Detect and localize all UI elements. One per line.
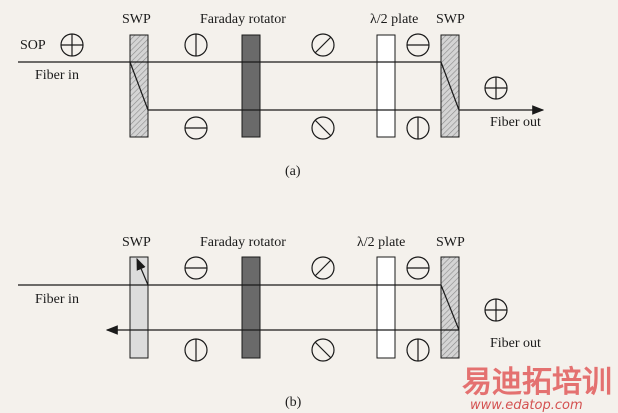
panel-a-fiber-in-label: Fiber in <box>35 68 79 83</box>
panel-b-swp-left-label: SWP <box>122 235 151 250</box>
panel-a-half-wave-plate <box>376 34 396 138</box>
panel-a-swp-right-label: SWP <box>436 12 465 27</box>
panel-b-faraday-rotator <box>241 256 261 359</box>
panel-b: SWP Faraday rotator λ/2 plate SWP Fiber … <box>18 235 541 410</box>
watermark: 易迪拓培训 www.edatop.com <box>462 365 612 413</box>
panel-a-faraday-rotator <box>241 34 261 138</box>
panel-a-fiber-out-label: Fiber out <box>490 115 541 130</box>
sop-vertical-icon <box>406 116 430 140</box>
sop-horizontal-icon <box>406 256 430 280</box>
sop-horizontal-icon <box>184 256 208 280</box>
panel-a: SWP Faraday rotator λ/2 plate SWP SOP Fi… <box>18 12 545 179</box>
panel-a-sop-label: SOP <box>20 38 46 53</box>
panel-b-swp-left-crystal <box>129 256 149 359</box>
sop-crosshair-icon <box>484 76 508 100</box>
panel-b-faraday-label: Faraday rotator <box>200 235 286 250</box>
panel-b-swp-right-label: SWP <box>436 235 465 250</box>
watermark-brand: 易迪拓培训 <box>462 365 612 400</box>
sop-crosshair-icon <box>60 33 84 57</box>
panel-b-fiber-in-label: Fiber in <box>35 292 79 307</box>
sop-horizontal-icon <box>406 33 430 57</box>
sop-diagonal-icon <box>311 256 335 280</box>
sop-diagonal-icon <box>311 338 335 362</box>
sop-vertical-icon <box>184 33 208 57</box>
panel-a-caption: (a) <box>285 164 301 179</box>
panel-b-fiber-out-label: Fiber out <box>490 336 541 351</box>
panel-b-half-wave-label: λ/2 plate <box>357 235 405 250</box>
sop-diagonal-icon <box>311 116 335 140</box>
sop-crosshair-icon <box>484 298 508 322</box>
panel-a-lower-beam <box>129 61 441 111</box>
sop-vertical-icon <box>406 338 430 362</box>
panel-a-merge-beam <box>440 61 460 111</box>
panel-b-split-beam <box>440 284 460 331</box>
watermark-url: www.edatop.com <box>470 398 583 413</box>
sop-diagonal-icon <box>311 33 335 57</box>
panel-a-faraday-label: Faraday rotator <box>200 12 286 27</box>
sop-horizontal-icon <box>184 116 208 140</box>
sop-vertical-icon <box>184 338 208 362</box>
panel-b-rejected-beam <box>136 257 149 286</box>
panel-b-half-wave-plate <box>376 256 396 359</box>
panel-a-swp-left-label: SWP <box>122 12 151 27</box>
panel-b-caption: (b) <box>285 395 302 410</box>
panel-a-half-wave-label: λ/2 plate <box>370 12 418 27</box>
